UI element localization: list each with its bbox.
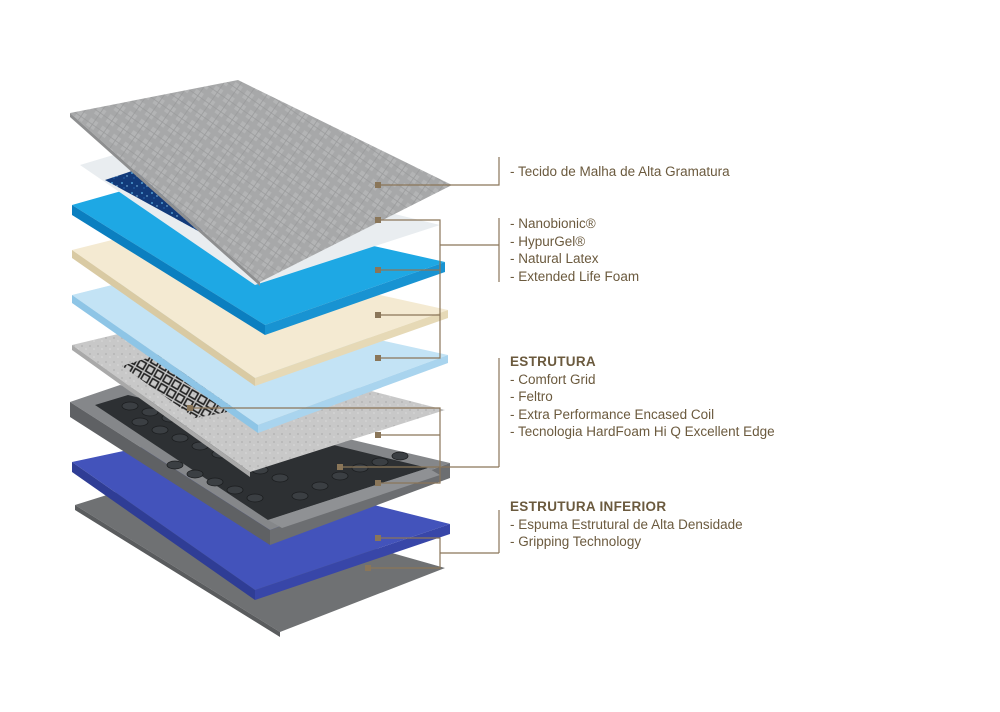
label-item: - Espuma Estrutural de Alta Densidade [510, 516, 743, 532]
label-group-comfort: - Nanobionic® - HypurGel® - Natural Late… [510, 215, 639, 285]
label-item: - Tecido de Malha de Alta Gramatura [510, 164, 730, 179]
label-item: - Tecnologia HardFoam Hi Q Excellent Edg… [510, 424, 775, 439]
group-heading: ESTRUTURA [510, 354, 596, 369]
group-heading: ESTRUTURA INFERIOR [510, 499, 667, 514]
label-group-estrutura-inferior: ESTRUTURA INFERIOR - Espuma Estrutural d… [510, 498, 743, 551]
label-item: - Nanobionic® [510, 216, 596, 231]
label-item: - Feltro [510, 389, 553, 404]
label-item: - Extended Life Foam [510, 268, 640, 284]
label-item: - Extra Performance Encased Coil [510, 406, 715, 422]
label-group-estrutura: ESTRUTURA - Comfort Grid - Feltro - Extr… [510, 353, 775, 441]
label-item: - Comfort Grid [510, 371, 596, 387]
label-item: - Gripping Technology [510, 534, 642, 549]
cover-fabric-layer [70, 80, 452, 286]
label-group-cover: - Tecido de Malha de Alta Gramatura [510, 163, 730, 181]
label-item: - HypurGel® [510, 233, 586, 249]
leader-dots [187, 182, 381, 571]
label-item: - Natural Latex [510, 251, 599, 266]
leader-lines [190, 157, 500, 569]
comfort-grid-layer [122, 354, 238, 418]
